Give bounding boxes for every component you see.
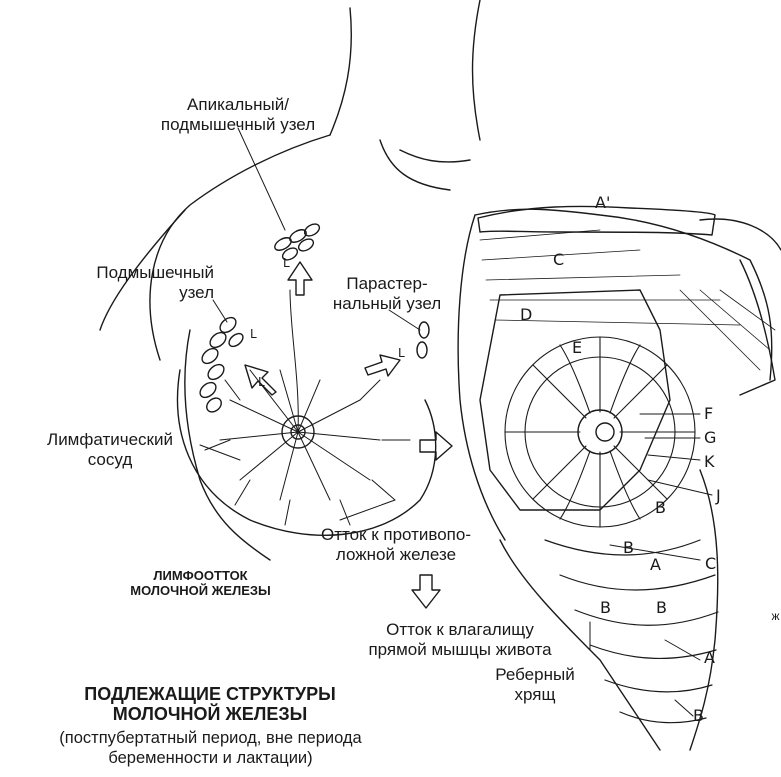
pectoralis-major: [458, 215, 505, 540]
letter-a-right: A: [704, 650, 715, 666]
label-rectus-sheath-line1: Отток к влагалищу: [360, 620, 560, 640]
right-arm-2: [740, 260, 775, 395]
label-apical-node: Апикальный/ подмышечный узел: [150, 95, 326, 135]
letter-d: D: [520, 307, 532, 323]
caption-lymph-drainage-line2: МОЛОЧНОЙ ЖЕЛЕЗЫ: [88, 583, 313, 598]
letter-l-axillary: L: [250, 326, 257, 342]
label-apical-node-line1: Апикальный/: [150, 95, 326, 115]
label-axillary-node-line2: узел: [60, 283, 214, 303]
neck-outline: [330, 8, 351, 135]
label-rectus-sheath: Отток к влагалищу прямой мышцы живота: [360, 620, 560, 660]
label-parasternal-node: Парастер- нальный узел: [330, 274, 444, 314]
mammary-lobes: [505, 337, 695, 527]
letter-k: K: [704, 454, 715, 470]
parasternal-lymph-nodes: [417, 322, 429, 358]
label-costal-cartilage: Реберный хрящ: [480, 665, 590, 705]
label-parasternal-node-line1: Парастер-: [330, 274, 444, 294]
letter-b-bottom: B: [693, 708, 704, 724]
label-rectus-sheath-line2: прямой мышцы живота: [360, 640, 560, 660]
apical-lymph-nodes: [273, 222, 322, 263]
label-lymph-vessel-line1: Лимфатический: [25, 430, 195, 450]
axillary-lymph-nodes: [197, 315, 245, 415]
caption-lymph-drainage: ЛИМФООТТОК МОЛОЧНОЙ ЖЕЛЕЗЫ: [88, 568, 313, 598]
letter-b-rib-1: B: [600, 600, 611, 616]
letter-l-parasternal: L: [398, 345, 405, 361]
left-torso: [185, 330, 270, 560]
letter-l-breast: L: [258, 374, 265, 390]
arrow-down: [412, 575, 440, 608]
label-parasternal-node-line2: нальный узел: [330, 294, 444, 314]
letter-a-prime: A': [595, 195, 610, 211]
letter-l-apical: L: [283, 255, 290, 271]
caption-period-line1: (постпубертатный период, вне периода: [8, 728, 413, 748]
label-lymph-vessel: Лимфатический сосуд: [25, 430, 195, 470]
deltoid-fibers: [680, 290, 775, 370]
letter-c-lower: C: [705, 556, 716, 572]
caption-underlying-line2: МОЛОЧНОЙ ЖЕЛЕЗЫ: [60, 704, 360, 724]
caption-period: (постпубертатный период, вне периода бер…: [8, 728, 413, 768]
letter-b-inner-1: B: [655, 500, 666, 516]
letter-e: E: [572, 340, 582, 356]
arrow-right-1: [365, 355, 400, 376]
caption-period-line2: беременности и лактации): [8, 748, 413, 768]
arrow-up: [288, 262, 312, 295]
caption-underlying-line1: ПОДЛЕЖАЩИЕ СТРУКТУРЫ: [60, 684, 360, 704]
label-contralateral-line1: Отток к противопо-: [307, 525, 485, 545]
letter-b-rib-2: B: [656, 600, 667, 616]
letter-c-top: C: [553, 252, 564, 268]
nipple-right-inner: [596, 423, 614, 441]
letter-j: J: [716, 488, 721, 504]
label-costal-cartilage-line2: хрящ: [480, 685, 590, 705]
left-shoulder: [150, 135, 330, 360]
letter-a-mid: A: [650, 557, 661, 573]
nipple-right: [578, 410, 622, 454]
label-contralateral-drainage: Отток к противопо- ложной железе: [307, 525, 485, 565]
caption-lymph-drainage-line1: ЛИМФООТТОК: [88, 568, 313, 583]
label-costal-cartilage-line1: Реберный: [480, 665, 590, 685]
label-apical-node-line2: подмышечный узел: [150, 115, 326, 135]
neck-lines: [380, 140, 470, 190]
label-contralateral-line2: ложной железе: [307, 545, 485, 565]
caption-underlying-structures: ПОДЛЕЖАЩИЕ СТРУКТУРЫ МОЛОЧНОЙ ЖЕЛЕЗЫ: [60, 684, 360, 724]
edge-fragment-text: ж: [770, 606, 781, 626]
label-axillary-node-line1: Подмышечный: [60, 263, 214, 283]
letter-g: G: [704, 430, 716, 446]
letter-b-inner-2: B: [623, 540, 634, 556]
neck-outline-right: [473, 0, 481, 140]
letter-f: F: [704, 406, 713, 422]
label-lymph-vessel-line2: сосуд: [25, 450, 195, 470]
label-axillary-node: Подмышечный узел: [60, 263, 214, 303]
